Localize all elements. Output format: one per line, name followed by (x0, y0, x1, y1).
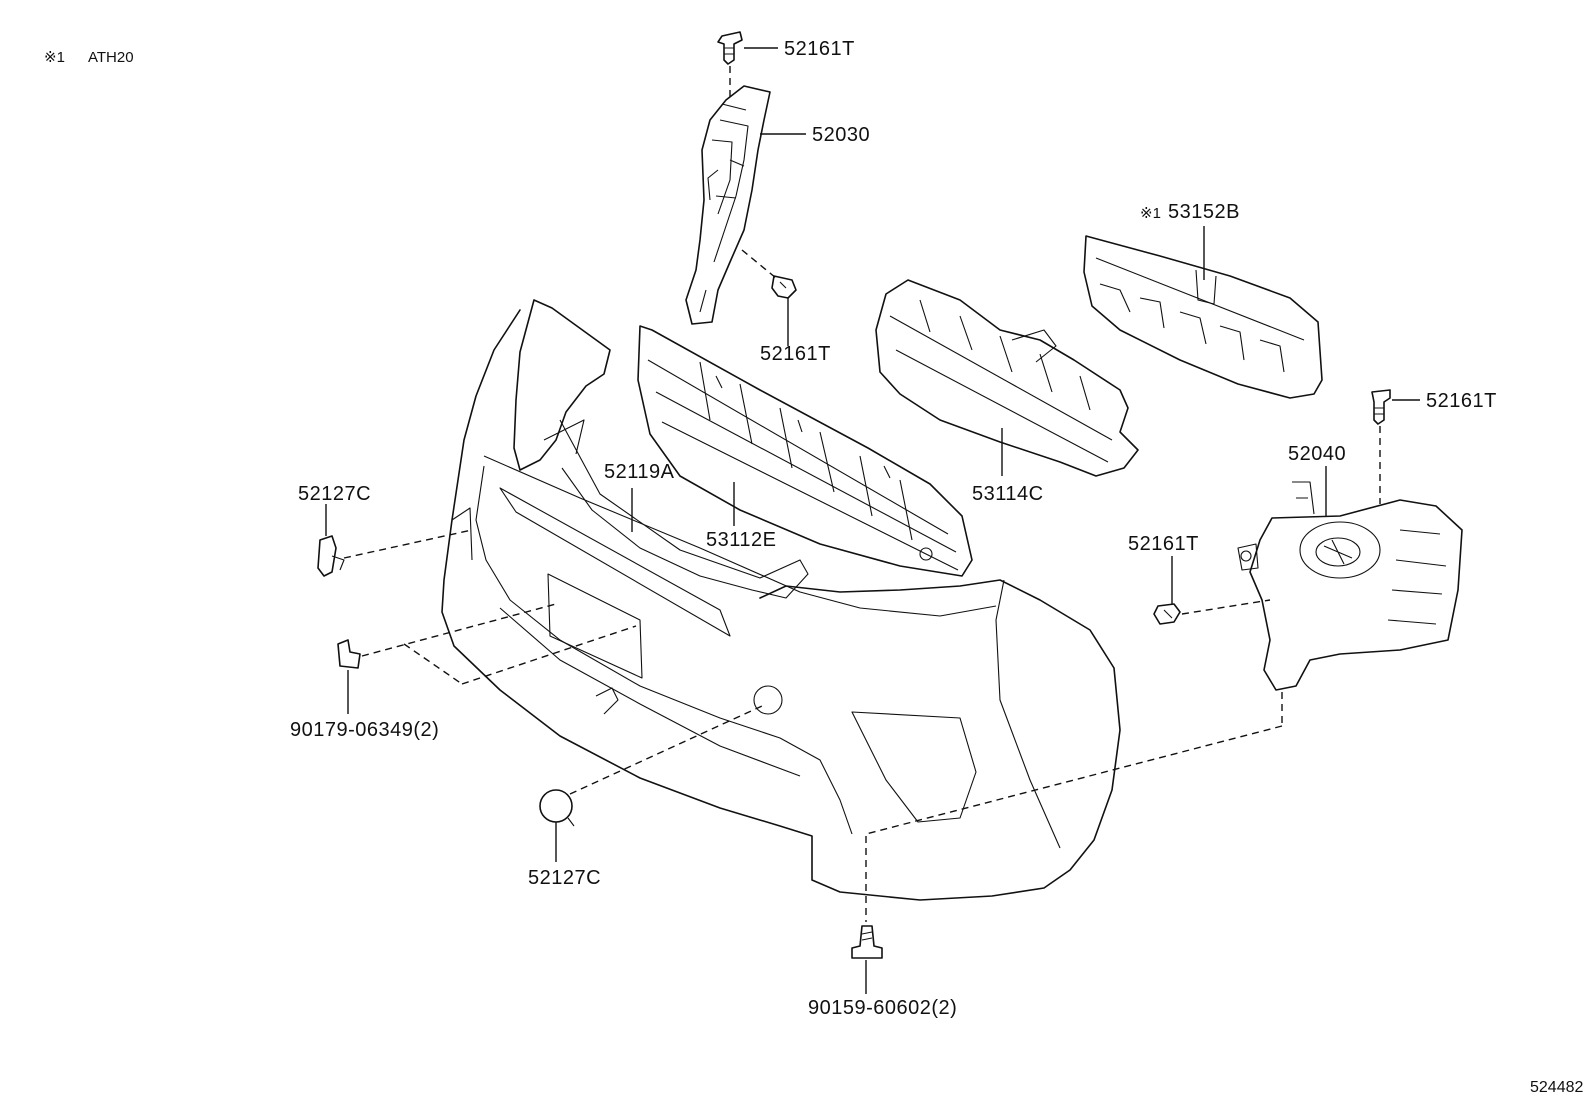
model-note-mark: ※1 (44, 49, 65, 66)
label-clip-top[interactable]: 52161T (784, 38, 855, 60)
label-retainer-right[interactable]: 52040 (1288, 443, 1346, 465)
label-clip-right-mid[interactable]: 52161T (1128, 533, 1199, 555)
absorber-note-mark: ※1 (1140, 205, 1161, 222)
nut-plate-dashline-c (461, 625, 637, 685)
nut-plate-part[interactable] (337, 639, 361, 669)
label-nut-plate[interactable]: 90179-06349(2) (290, 719, 439, 741)
tow-hook-hole (753, 685, 783, 715)
model-note-text: ATH20 (88, 49, 134, 66)
bumper-cover-part[interactable] (441, 309, 1121, 901)
nut-plate-dashline-b (403, 643, 463, 685)
cover-hole-lower-part[interactable] (539, 789, 575, 827)
label-cover-hole-upper[interactable]: 52127C (298, 483, 371, 505)
cover-hole-upper-dashline (343, 529, 473, 559)
absorber-part[interactable] (1083, 235, 1323, 399)
label-screw-bottom[interactable]: 90159-60602(2) (808, 997, 957, 1019)
grille-part[interactable] (637, 325, 973, 577)
nut-plate-dashline-a (361, 603, 557, 657)
drawing-number: 524482 (1530, 1079, 1583, 1096)
cover-hole-upper-part[interactable] (317, 535, 345, 577)
label-cover-hole-lower[interactable]: 52127C (528, 867, 601, 889)
label-absorber[interactable]: 53152B (1168, 201, 1240, 223)
garnish-lower-part[interactable] (513, 299, 809, 599)
screw-bottom-part[interactable] (851, 925, 883, 959)
label-grille[interactable]: 53112E (706, 529, 776, 551)
reinforcement-part[interactable] (875, 279, 1139, 477)
clip-mid-part[interactable] (771, 275, 797, 299)
clip-right-mid-dashline (1181, 599, 1271, 615)
retainer-right-part[interactable] (1237, 481, 1463, 691)
label-clip-right-top[interactable]: 52161T (1426, 390, 1497, 412)
clip-right-mid-part[interactable] (1153, 603, 1181, 625)
label-reinforcement[interactable]: 53114C (972, 483, 1044, 505)
retainer-left-part[interactable] (685, 85, 771, 325)
clip-top-part[interactable] (717, 31, 743, 65)
clip-mid-dashline (741, 249, 777, 279)
cover-hole-lower-dashline (569, 705, 763, 795)
label-retainer-left[interactable]: 52030 (812, 124, 870, 146)
clip-right-top-part[interactable] (1371, 389, 1391, 425)
retainer-right-dashline-b (865, 725, 1283, 835)
label-garnish-lower[interactable]: 52119A (604, 461, 675, 483)
label-clip-mid[interactable]: 52161T (760, 343, 831, 365)
